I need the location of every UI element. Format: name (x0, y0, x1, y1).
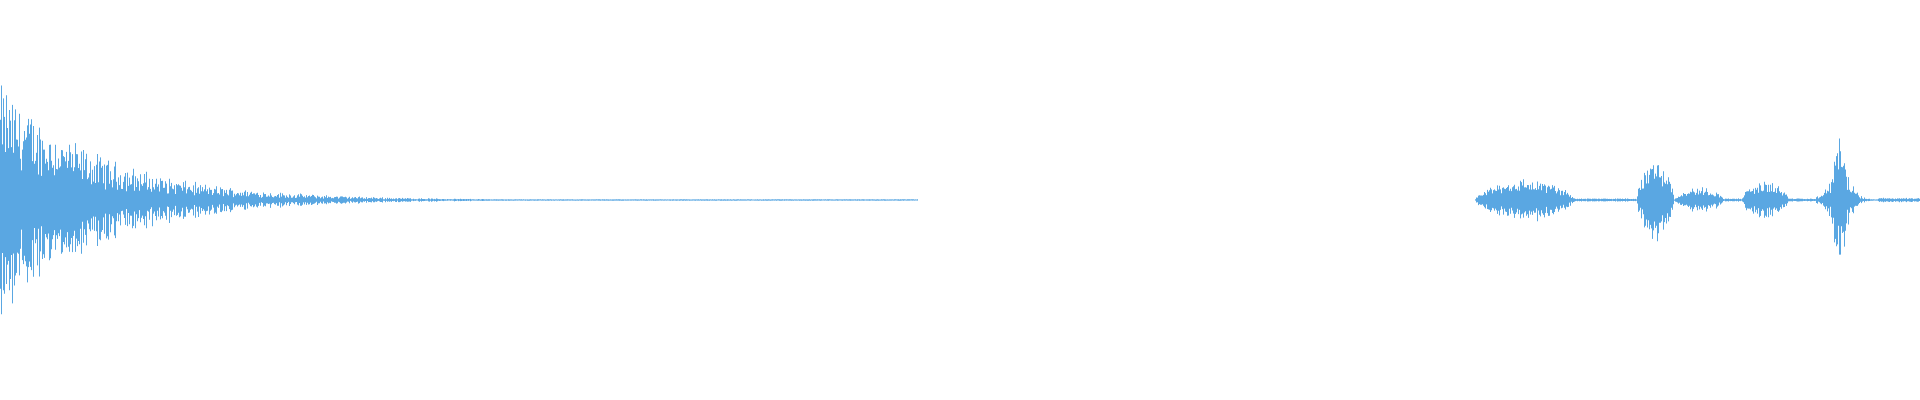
waveform-bars (0, 85, 1920, 315)
waveform-path (0, 85, 1920, 315)
